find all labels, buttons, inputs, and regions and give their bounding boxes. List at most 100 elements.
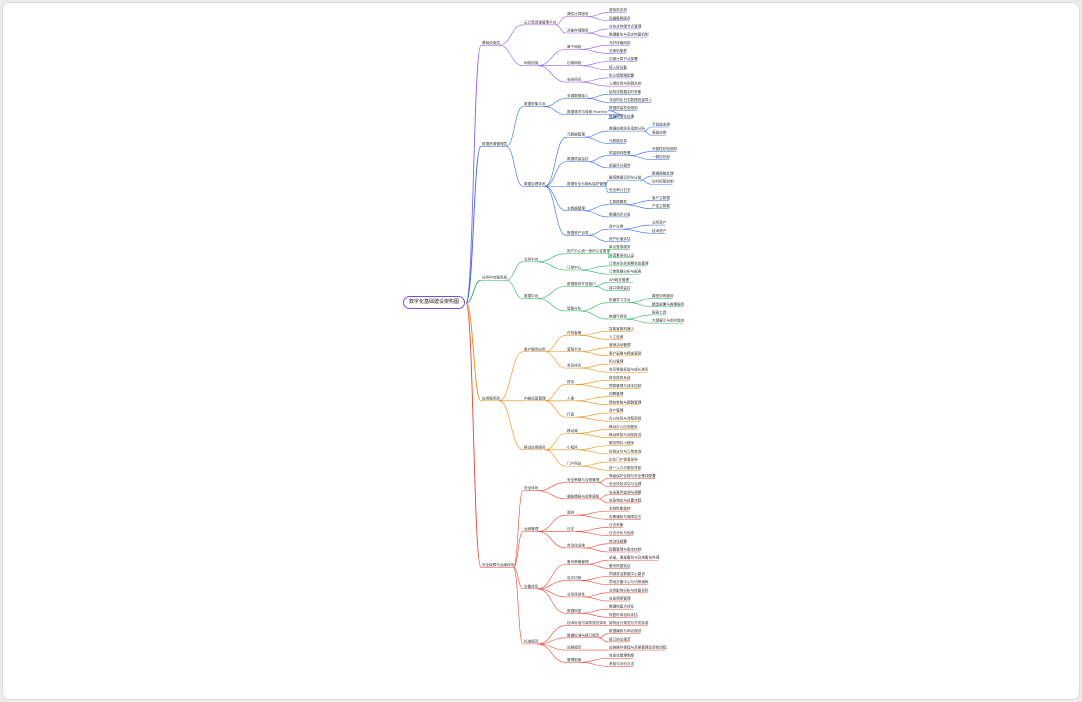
mindmap-node-topic[interactable]: 安全网关 — [567, 77, 582, 82]
mindmap-node-topic[interactable]: 应急预案管理 — [609, 596, 631, 601]
mindmap-node-topic[interactable]: 资产价值评估 — [609, 236, 631, 241]
mindmap-node-topic[interactable]: 机器学习平台 — [609, 297, 631, 302]
mindmap-node-topic[interactable]: 主数据模型 — [609, 199, 627, 204]
mindmap-node-topic[interactable]: 会员等级权益与成长体系 — [609, 367, 649, 372]
mindmap-node-topic[interactable]: 安全风险评估与治理 — [609, 481, 642, 486]
mindmap-node-topic[interactable]: 运维操作规程与变更管理及审批流程 — [609, 645, 667, 650]
mindmap-node-topic[interactable]: 移动办公应用程序 — [609, 424, 638, 429]
mindmap-node-topic[interactable]: 安全体系 — [524, 485, 539, 490]
mindmap-node-topic[interactable]: 财务 — [567, 379, 575, 384]
mindmap-node-topic[interactable]: 日志采集 — [609, 522, 624, 527]
mindmap-root-node[interactable]: 数字化基础建设架构图 — [403, 296, 465, 309]
mindmap-node-topic[interactable]: 数据备份与容灾恢复机制 — [609, 32, 649, 37]
mindmap-node-topic[interactable]: 同城双活数据中心建设 — [609, 571, 645, 576]
mindmap-node-topic[interactable]: 数据资产目录 — [567, 230, 589, 235]
mindmap-node-topic[interactable]: 办公协同与流程审批 — [609, 416, 642, 421]
mindmap-node-topic[interactable]: 接口调用监控 — [609, 285, 631, 290]
mindmap-node-branch[interactable]: 业务中台服务层 — [482, 275, 508, 280]
mindmap-node-topic[interactable]: 配置管理与版本控制 — [609, 546, 642, 551]
mindmap-node-topic[interactable]: 模型训练服务 — [652, 293, 674, 298]
mindmap-node-topic[interactable]: 威胁情报与态势感知 — [567, 493, 600, 498]
mindmap-node-topic[interactable]: 字段级血缘 — [652, 122, 670, 127]
mindmap-node-topic[interactable]: 会员体系 — [567, 363, 582, 368]
mindmap-node-topic[interactable]: 财务核算系统 — [609, 375, 631, 380]
mindmap-node-topic[interactable]: 边缘计算节点部署 — [609, 56, 638, 61]
mindmap-node-topic[interactable]: 在线支付与订单查询 — [609, 448, 642, 453]
mindmap-node-topic[interactable]: 备份策略管理 — [567, 559, 589, 564]
mindmap-node-topic[interactable]: 预算管理与成本控制 — [609, 383, 642, 388]
mindmap-node-topic[interactable]: 交换机集群 — [609, 48, 627, 53]
mindmap-node-topic[interactable]: 容灾切换 — [567, 575, 582, 580]
mindmap-node-topic[interactable]: 大屏展示与实时监控 — [652, 318, 685, 323]
mindmap-node-topic[interactable]: 业务资产 — [652, 220, 667, 225]
mindmap-node-topic[interactable]: 业务中台 — [524, 256, 539, 261]
mindmap-node-topic[interactable]: 数据安全与隐私保护管理 — [567, 181, 607, 186]
mindmap-node-topic[interactable]: 小程序 — [567, 444, 578, 449]
mindmap-node-topic[interactable]: 智能分析 — [567, 305, 582, 310]
mindmap-node-topic[interactable]: 架构设计规范与开发标准 — [609, 620, 649, 625]
mindmap-node-topic[interactable]: 入侵检测与防御系统 — [609, 81, 642, 86]
mindmap-node-topic[interactable]: 运维规范 — [567, 645, 582, 650]
mindmap-node-topic[interactable]: 数据标准与接口规范 — [567, 632, 600, 637]
mindmap-node-topic[interactable]: 告警通知与故障定位 — [609, 514, 642, 519]
mindmap-node-topic[interactable]: 客户画像与精准营销 — [609, 350, 642, 355]
mindmap-node-topic[interactable]: 单点登录服务 — [609, 244, 631, 249]
mindmap-node-topic[interactable]: 人事 — [567, 395, 575, 400]
mindmap-node-topic[interactable]: 数据质量监控 — [567, 156, 589, 161]
mindmap-node-topic[interactable]: 内部运营管理 — [524, 395, 546, 400]
mindmap-node-topic[interactable]: 质量规则配置 — [609, 150, 631, 155]
mindmap-node-topic[interactable]: 非结构化日志数据批量导入 — [609, 97, 653, 102]
mindmap-node-topic[interactable]: 结构化数据实时采集 — [609, 89, 642, 94]
mindmap-node-topic[interactable]: 异地灾备中心与切换演练 — [609, 579, 649, 584]
mindmap-node-topic[interactable]: 安全策略与合规管理 — [567, 477, 600, 482]
mindmap-node-topic[interactable]: 业务连续性 — [567, 591, 585, 596]
mindmap-node-topic[interactable]: 数据中台 — [524, 293, 539, 298]
mindmap-node-topic[interactable]: 灾备体系 — [524, 583, 539, 588]
mindmap-node-topic[interactable]: 弹性计算服务 — [567, 11, 589, 16]
mindmap-node-topic[interactable]: 统一入口与服务导航 — [609, 465, 642, 470]
mindmap-node-topic[interactable]: 数据标准化处理 — [609, 113, 635, 118]
mindmap-node-topic[interactable]: 日志分析与检索 — [609, 530, 635, 535]
mindmap-node-topic[interactable]: 接口协议规范 — [609, 636, 631, 641]
mindmap-node-topic[interactable]: 招聘管理 — [609, 391, 624, 396]
mindmap-node-branch[interactable]: 应用服务层 — [482, 395, 500, 400]
mindmap-node-topic[interactable]: 移动端 — [567, 428, 578, 433]
mindmap-node-topic[interactable]: 报表工具 — [652, 309, 667, 314]
mindmap-node-topic[interactable]: 元数据管理 — [567, 132, 585, 137]
mindmap-node-topic[interactable]: 移动应用服务 — [524, 444, 546, 449]
mindmap-node-topic[interactable]: 资产管理 — [609, 408, 624, 413]
mindmap-node-topic[interactable]: 安全事件监测与预警 — [609, 489, 642, 494]
mindmap-node-topic[interactable]: 数据可视化 — [609, 314, 627, 319]
mindmap-node-topic[interactable]: 技术资产 — [652, 228, 667, 233]
mindmap-node-topic[interactable]: 多源数据接入 — [567, 93, 589, 98]
mindmap-node-topic[interactable]: 智能客服机器人 — [609, 326, 635, 331]
mindmap-node-topic[interactable]: 客户主数据 — [652, 195, 670, 200]
mindmap-node-topic[interactable]: API网关管理 — [609, 277, 629, 282]
mindmap-node-topic[interactable]: 订单全生命周期状态管理 — [609, 260, 649, 265]
mindmap-node-topic[interactable]: 用户中心统一身份认证服务 — [567, 248, 611, 253]
mindmap-node-topic[interactable]: 数据恢复 — [567, 608, 582, 613]
mindmap-node-topic[interactable]: 行政 — [567, 412, 575, 417]
mindmap-node-topic[interactable]: 主数据管理 — [567, 205, 585, 210]
mindmap-node-topic[interactable]: 自动化部署 — [609, 538, 627, 543]
mindmap-node-topic[interactable]: 数据采集平台 — [524, 101, 546, 106]
mindmap-node-topic[interactable]: 营销活动管理 — [609, 342, 631, 347]
mindmap-node-topic[interactable]: 一致性校验 — [652, 154, 670, 159]
mindmap-node-topic[interactable]: 考核与评价办法 — [609, 661, 635, 666]
mindmap-node-topic[interactable]: 恢复时间目标评估 — [609, 612, 638, 617]
mindmap-node-topic[interactable]: 网络设施 — [524, 60, 539, 65]
mindmap-node-topic[interactable]: 接入层设备 — [609, 64, 627, 69]
mindmap-node-topic[interactable]: 标准规范 — [524, 638, 539, 643]
mindmap-node-topic[interactable]: 门户网站 — [567, 461, 582, 466]
mindmap-node-topic[interactable]: 备份恢复验证 — [609, 563, 631, 568]
mindmap-node-topic[interactable]: 营销平台 — [567, 346, 582, 351]
mindmap-node-topic[interactable]: 产品主数据 — [652, 203, 670, 208]
mindmap-node-topic[interactable]: 应急响应与处置流程 — [609, 497, 642, 502]
mindmap-node-topic[interactable]: 对象存储服务 — [567, 28, 589, 33]
mindmap-node-topic[interactable]: 人工坐席 — [609, 334, 624, 339]
mindmap-node-topic[interactable]: 敏感数据识别与分级 — [609, 175, 642, 180]
mindmap-node-topic[interactable]: 资产分类 — [609, 224, 624, 229]
mindmap-node-topic[interactable]: 骨干网络 — [567, 44, 582, 49]
mindmap-node-topic[interactable]: 企业门户信息发布 — [609, 457, 638, 462]
mindmap-node-branch[interactable]: 安全保障与运维体系 — [482, 562, 515, 567]
